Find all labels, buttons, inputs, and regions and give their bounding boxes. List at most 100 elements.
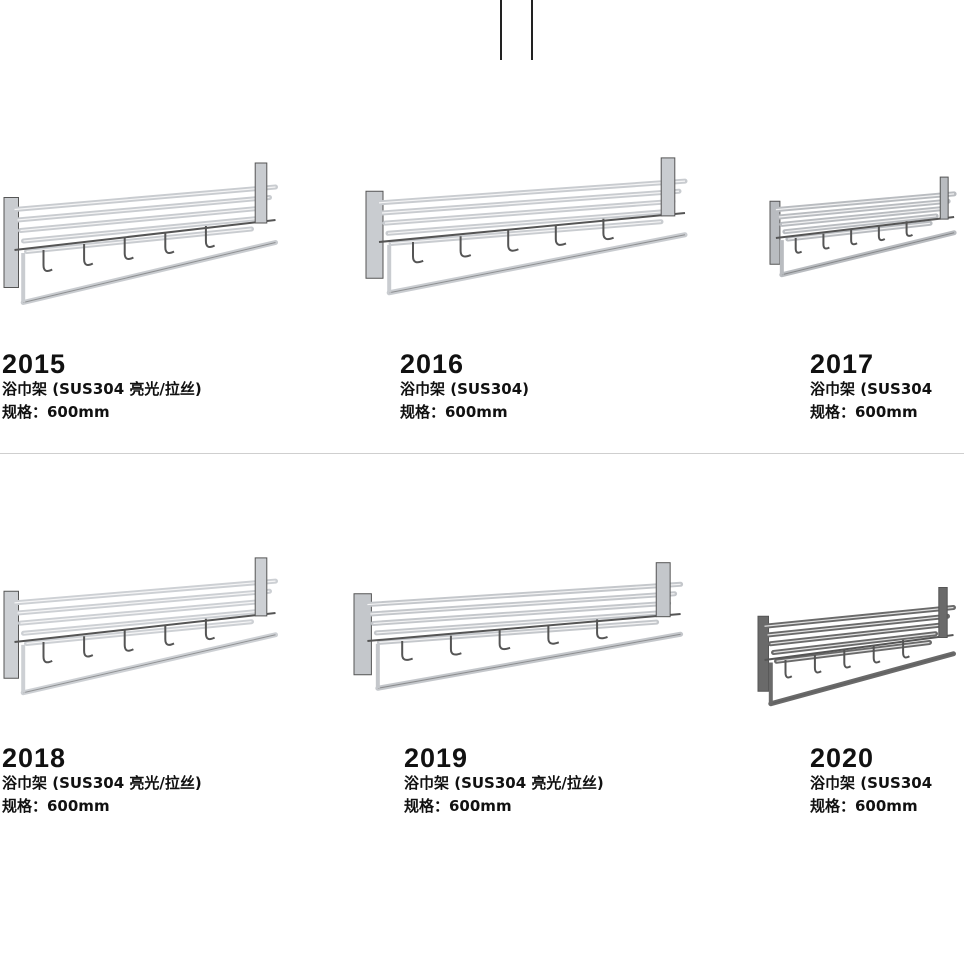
- shelf-bar-highlight: [26, 621, 252, 645]
- front-rail: [764, 634, 954, 661]
- shelf-bar-highlight: [367, 583, 681, 606]
- towel-bar-edge: [23, 242, 276, 303]
- wall-bracket: [353, 593, 372, 676]
- shelf-bar-highlight: [764, 606, 954, 627]
- towel-rack-image: [757, 587, 956, 707]
- product-spec: 规格：600mm: [810, 403, 918, 421]
- shelf-bar-highlight: [770, 624, 942, 645]
- shelf-bar-highlight: [14, 186, 276, 211]
- hook: [784, 660, 793, 679]
- hook: [843, 650, 852, 669]
- shelf-bar-highlight: [370, 593, 675, 615]
- wall-bracket: [769, 200, 781, 265]
- shelf-bar-highlight: [14, 580, 276, 604]
- shelf-bar-highlight: [778, 200, 949, 218]
- hook: [42, 642, 53, 664]
- product-code: 2017: [810, 349, 875, 379]
- towel-bar-edge: [377, 633, 681, 689]
- hook: [164, 624, 175, 646]
- shelf-bar-highlight: [20, 207, 264, 232]
- hook: [123, 238, 134, 260]
- hook: [449, 635, 462, 656]
- hook: [83, 636, 94, 658]
- wall-bracket: [757, 615, 769, 692]
- hook: [83, 244, 94, 266]
- hook: [459, 236, 472, 258]
- hook: [872, 645, 881, 664]
- towel-rack-image: [353, 562, 684, 691]
- product-name: 浴巾架 (SUS304 亮光/拉丝): [2, 380, 202, 398]
- back-post: [655, 562, 671, 618]
- product-code: 2020: [810, 743, 875, 773]
- product-name: 浴巾架 (SUS304: [810, 774, 933, 792]
- product-code: 2016: [400, 349, 465, 379]
- towel-rack-image: [365, 157, 688, 296]
- hook: [401, 641, 414, 661]
- shelf-bar-highlight: [23, 610, 258, 634]
- hook: [547, 624, 560, 645]
- hook: [602, 218, 614, 241]
- shelf-bar-highlight: [17, 590, 270, 614]
- shelf-bar-highlight: [26, 228, 252, 253]
- hook: [813, 655, 822, 674]
- hook: [877, 225, 886, 242]
- product-code: 2018: [2, 743, 67, 773]
- shelf-bar-highlight: [773, 633, 936, 654]
- product-name: 浴巾架 (SUS304 亮光/拉丝): [404, 774, 604, 792]
- decorative-line-right: [531, 0, 533, 60]
- shelf-bar-highlight: [784, 215, 937, 233]
- decorative-line-left: [500, 0, 502, 60]
- hook: [507, 230, 519, 252]
- hook: [412, 242, 424, 264]
- front-rail: [14, 612, 276, 643]
- hook: [822, 233, 830, 250]
- hook: [596, 619, 608, 640]
- product-spec: 规格：600mm: [810, 797, 918, 815]
- hook: [204, 226, 216, 248]
- towel-rack-image: [769, 176, 957, 278]
- towel-bar-edge: [23, 634, 276, 694]
- hook: [902, 640, 910, 659]
- shelf-bar-highlight: [379, 621, 657, 643]
- shelf-bar-highlight: [376, 612, 663, 634]
- hook: [498, 630, 511, 651]
- product-name: 浴巾架 (SUS304): [400, 380, 530, 398]
- product-name: 浴巾架 (SUS304 亮光/拉丝): [2, 774, 202, 792]
- back-post: [254, 162, 268, 224]
- shelf-bar-highlight: [387, 210, 668, 234]
- hook: [204, 618, 216, 641]
- towel-bar-edge: [770, 653, 954, 705]
- product-spec: 规格：600mm: [2, 797, 110, 815]
- hook: [42, 250, 53, 272]
- product-spec: 规格：600mm: [400, 403, 508, 421]
- shelf-bar-highlight: [781, 208, 943, 225]
- hook: [905, 221, 913, 237]
- shelf-bar-highlight: [775, 193, 955, 211]
- product-spec: 规格：600mm: [404, 797, 512, 815]
- product-name: 浴巾架 (SUS304: [810, 380, 933, 398]
- product-code: 2019: [404, 743, 469, 773]
- front-rail: [367, 613, 681, 642]
- shelf-bar-highlight: [384, 200, 674, 224]
- shelf-bar-highlight: [381, 190, 680, 214]
- shelf-bar-highlight: [23, 217, 258, 242]
- towel-bar-edge: [389, 234, 686, 294]
- row-divider: [0, 453, 964, 454]
- wall-bracket: [365, 190, 384, 279]
- hook: [554, 224, 567, 246]
- shelf-bar-highlight: [373, 602, 669, 625]
- shelf-bar-highlight: [390, 221, 662, 245]
- back-post: [939, 176, 949, 220]
- back-post: [254, 557, 268, 617]
- hook: [794, 238, 803, 254]
- back-post: [660, 157, 676, 217]
- hook: [164, 232, 175, 254]
- product-code: 2015: [2, 349, 67, 379]
- shelf-bar-highlight: [767, 615, 948, 636]
- front-rail: [775, 216, 955, 239]
- towel-rack-image: [3, 557, 278, 696]
- product-spec: 规格：600mm: [2, 403, 110, 421]
- back-post: [938, 587, 948, 638]
- towel-bar-edge: [781, 232, 955, 276]
- shelf-bar-highlight: [20, 600, 264, 624]
